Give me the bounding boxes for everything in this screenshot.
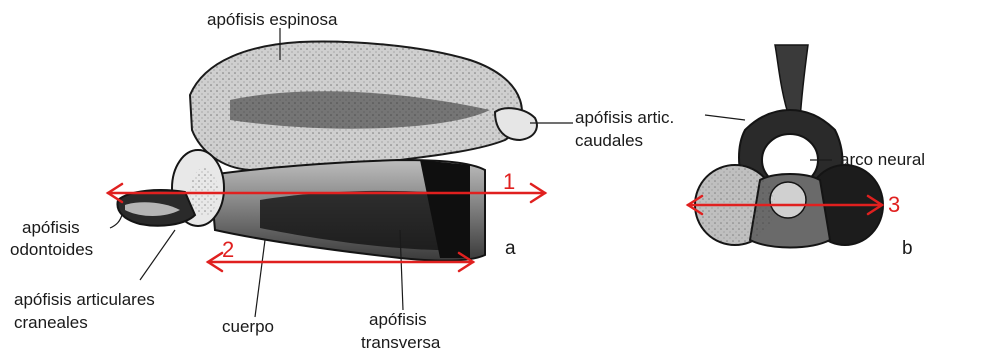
label-transversa-line2: transversa: [361, 333, 440, 353]
label-apofisis-artic-line2: caudales: [575, 131, 643, 151]
leader-artic-b: [705, 115, 745, 120]
leader-cuerpo: [255, 240, 265, 317]
label-articulares-line1: apófisis articulares: [14, 290, 155, 310]
measure-number-2: 2: [222, 238, 234, 262]
leader-articulares: [140, 230, 175, 280]
dorsal-spine-shape: [775, 45, 808, 120]
label-transversa-line1: apófisis: [369, 310, 427, 330]
panel-label-a: a: [505, 238, 516, 260]
label-arco-neural: arco neural: [840, 150, 925, 170]
label-articulares-line2: craneales: [14, 313, 88, 333]
panel-label-b: b: [902, 238, 913, 260]
leader-odontoides: [110, 215, 122, 228]
label-apofisis-espinosa: apófisis espinosa: [207, 10, 337, 30]
label-apofisis-artic-line1: apófisis artic.: [575, 108, 674, 128]
measure-number-1: 1: [503, 170, 515, 194]
lateral-view-vertebra: [117, 42, 536, 261]
label-cuerpo: cuerpo: [222, 317, 274, 337]
measure-number-3: 3: [888, 193, 900, 217]
label-odontoides-line1: apófisis: [22, 218, 80, 238]
cranial-view-vertebra: [695, 45, 883, 248]
label-odontoides-line2: odontoides: [10, 240, 93, 260]
